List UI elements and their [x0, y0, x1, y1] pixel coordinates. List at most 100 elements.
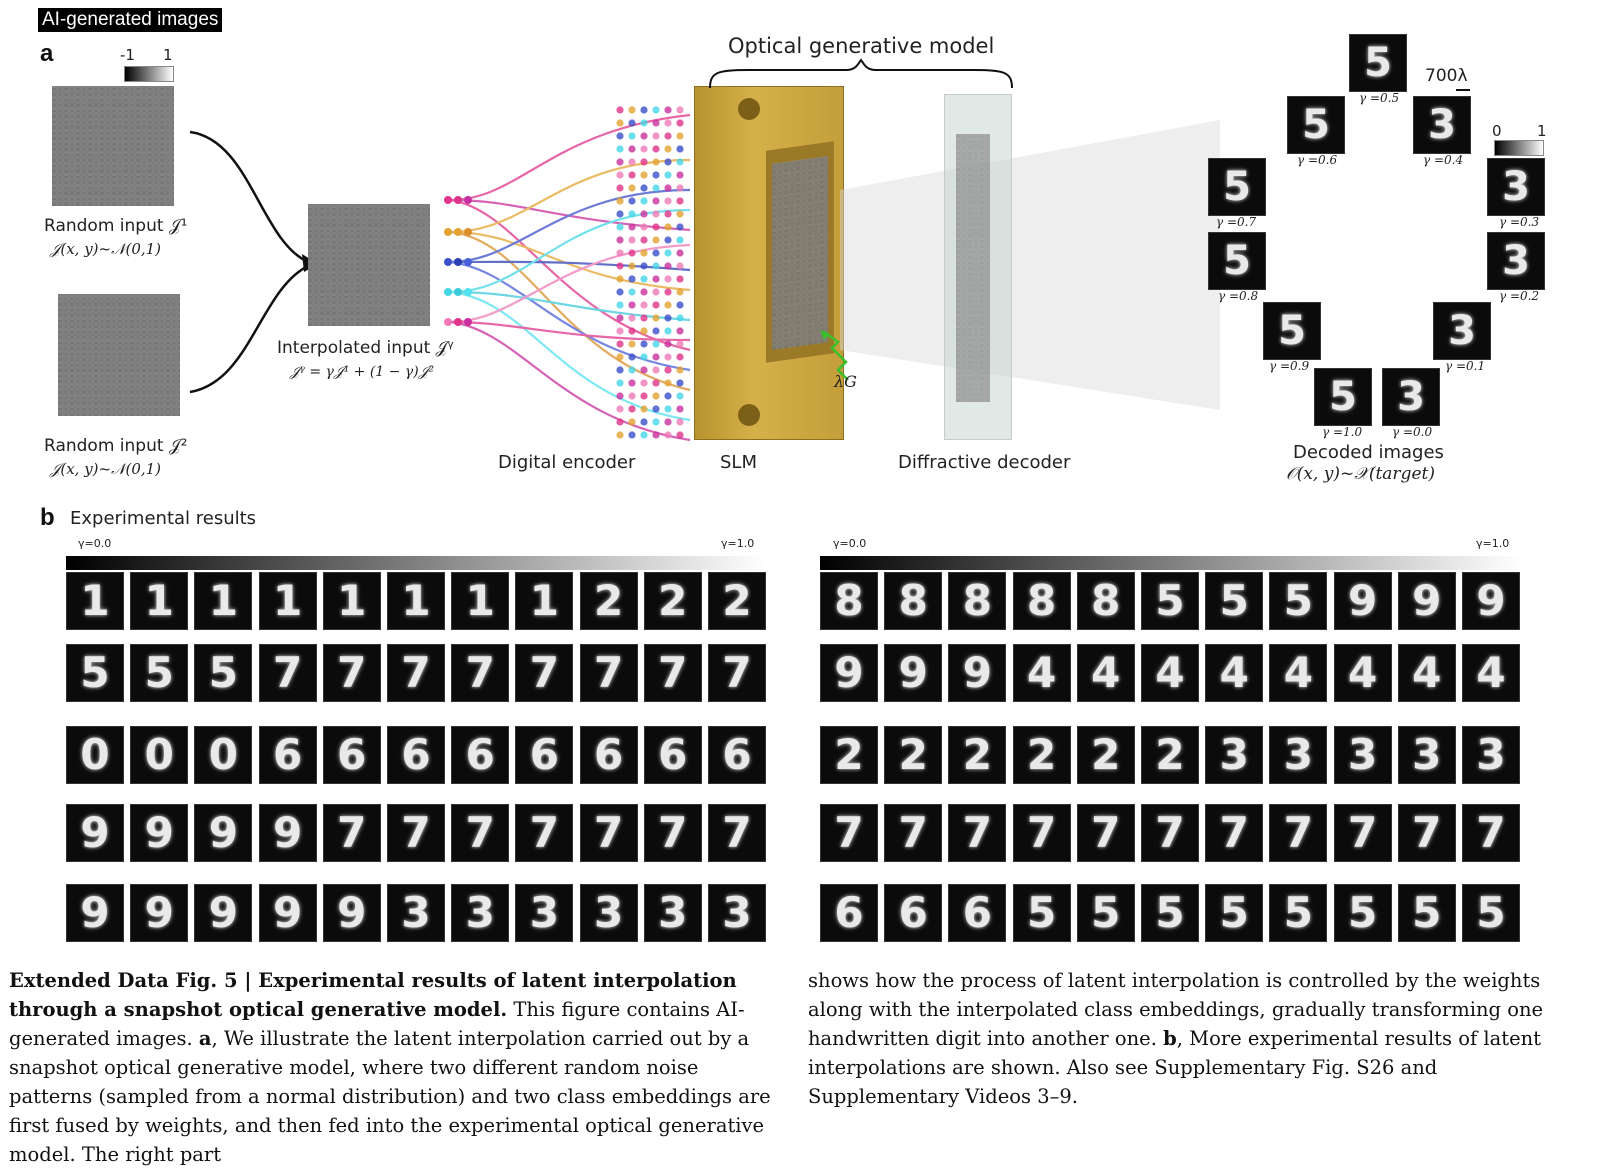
result-image-tile: 5 — [1205, 884, 1264, 942]
result-image-tile: 7 — [322, 644, 381, 702]
encoder-dot — [652, 418, 660, 426]
result-digit: 7 — [593, 648, 624, 697]
result-image-tile: 1 — [515, 572, 574, 630]
encoder-dot — [640, 340, 648, 348]
encoder-dot — [676, 119, 684, 127]
encoder-dot — [640, 431, 648, 439]
result-digit: 2 — [898, 730, 928, 779]
result-image-tile: 3 — [1269, 726, 1328, 784]
result-image-tile: 5 — [1205, 572, 1264, 630]
result-image-tile: 1 — [194, 572, 253, 630]
encoder-dot — [652, 405, 660, 413]
encoder-dot — [640, 301, 648, 309]
result-image-tile: 7 — [643, 804, 702, 862]
encoder-dot — [676, 340, 684, 348]
decoded-gamma-label: γ =0.6 — [1297, 153, 1338, 167]
encoder-dot — [664, 301, 672, 309]
result-image-tile: 7 — [1397, 804, 1456, 862]
slm-screen — [772, 156, 828, 350]
encoder-dot — [664, 106, 672, 114]
light-cone — [840, 120, 1220, 410]
result-image-tile: 2 — [708, 572, 766, 630]
result-image-tile: 3 — [387, 884, 445, 942]
result-image-tile: 7 — [579, 804, 638, 862]
ai-generated-banner: AI-generated images — [38, 8, 223, 32]
encoder-dot — [640, 184, 648, 192]
result-digit: 9 — [1347, 576, 1378, 625]
result-image-tile: 5 — [130, 644, 189, 702]
result-digit: 6 — [529, 730, 559, 779]
encoder-dot — [616, 132, 624, 140]
result-digit: 7 — [272, 648, 303, 697]
caption-right-column: shows how the process of latent interpol… — [808, 966, 1588, 1111]
encoder-dot — [676, 392, 684, 400]
result-image-tile: 6 — [820, 884, 878, 942]
result-image-tile: 4 — [1269, 644, 1328, 702]
result-image-tile: 9 — [66, 804, 124, 862]
encoder-dot — [652, 340, 660, 348]
encoder-dot — [616, 106, 624, 114]
encoder-dot — [676, 262, 684, 270]
encoder-dot — [664, 288, 672, 296]
encoder-dot — [616, 314, 624, 322]
encoder-dot — [640, 158, 648, 166]
decoded-image-tile: 3 — [1413, 96, 1471, 154]
decoded-digit: 5 — [1364, 40, 1392, 86]
encoder-dot — [652, 132, 660, 140]
encoder-dot — [652, 223, 660, 231]
result-digit: 1 — [465, 576, 495, 625]
encoder-dot — [676, 366, 684, 374]
result-digit: 3 — [1476, 730, 1506, 779]
result-digit: 3 — [658, 888, 688, 937]
encoder-dot — [628, 405, 636, 413]
result-digit: 7 — [1091, 808, 1121, 857]
result-digit: 3 — [593, 888, 624, 937]
encoder-dot — [652, 171, 660, 179]
panel-a-letter: a — [40, 40, 54, 67]
encoder-dot — [616, 288, 624, 296]
result-image-tile: 7 — [322, 804, 381, 862]
decoded-image-tile: 5 — [1208, 232, 1266, 290]
result-image-tile: 1 — [387, 572, 445, 630]
result-image-tile: 7 — [579, 644, 638, 702]
encoder-dot — [616, 171, 624, 179]
result-digit: 9 — [272, 808, 303, 857]
result-digit: 5 — [208, 648, 238, 697]
result-digit: 6 — [465, 730, 495, 779]
result-digit: 8 — [834, 576, 864, 625]
result-digit: 2 — [1155, 730, 1185, 779]
result-digit: 8 — [1091, 576, 1121, 625]
encoder-dot — [628, 236, 636, 244]
result-image-tile: 9 — [1462, 572, 1520, 630]
encoder-dot — [628, 314, 636, 322]
encoder-dot — [616, 327, 624, 335]
decoded-image-tile: 5 — [1314, 368, 1372, 426]
encoder-dot — [628, 106, 636, 114]
result-digit: 5 — [1219, 576, 1249, 625]
encoder-dot — [640, 171, 648, 179]
encoder-dot — [628, 197, 636, 205]
decoded-image-tile: 3 — [1487, 158, 1545, 216]
result-image-tile: 3 — [579, 884, 638, 942]
result-image-tile: 7 — [1462, 804, 1520, 862]
encoder-dot — [628, 171, 636, 179]
digital-encoder-graphic — [444, 106, 691, 442]
decoded-image-tile: 5 — [1208, 158, 1266, 216]
result-image-tile: 4 — [1141, 644, 1199, 702]
result-digit: 7 — [1026, 808, 1057, 857]
encoder-dot — [652, 275, 660, 283]
result-digit: 8 — [962, 576, 992, 625]
result-digit: 7 — [593, 808, 624, 857]
random-input-2-distribution: 𝒥(x, y)~𝒩(0,1) — [50, 460, 162, 478]
encoder-dot — [676, 236, 684, 244]
encoder-dot — [616, 353, 624, 361]
result-digit: 6 — [401, 730, 431, 779]
encoder-dot — [640, 197, 648, 205]
result-image-tile: 6 — [884, 884, 943, 942]
result-image-tile: 7 — [1141, 804, 1199, 862]
right-gamma-end: γ=1.0 — [1476, 537, 1510, 550]
encoder-dot — [628, 301, 636, 309]
result-image-tile: 4 — [1205, 644, 1264, 702]
result-image-tile: 5 — [1397, 884, 1456, 942]
decoded-gamma-label: γ =0.4 — [1423, 153, 1464, 167]
